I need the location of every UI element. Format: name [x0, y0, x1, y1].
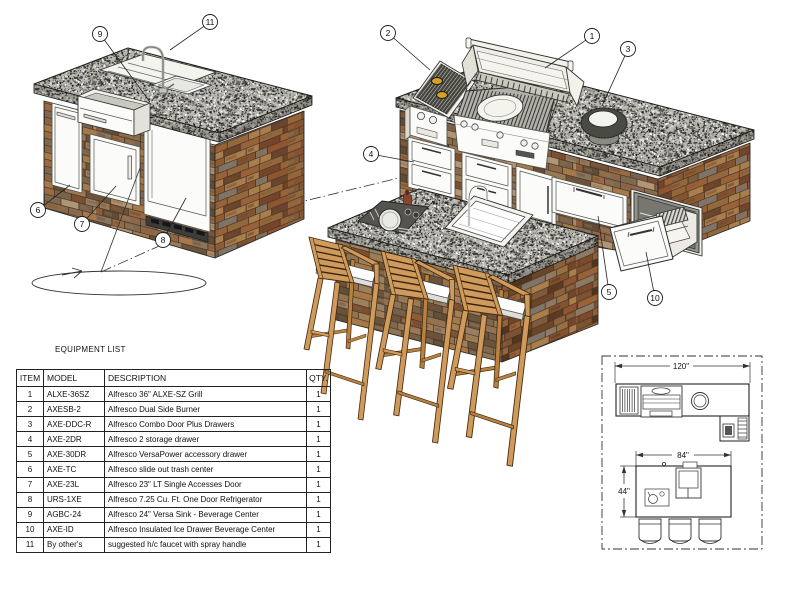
svg-text:10: 10	[650, 293, 660, 303]
svg-text:84": 84"	[677, 451, 689, 460]
svg-text:5: 5	[607, 287, 612, 297]
svg-text:2: 2	[386, 28, 391, 38]
svg-text:120": 120"	[673, 362, 689, 371]
svg-text:3: 3	[626, 44, 631, 54]
svg-text:7: 7	[80, 219, 85, 229]
svg-text:44": 44"	[618, 487, 630, 496]
svg-text:4: 4	[369, 149, 374, 159]
svg-text:9: 9	[98, 29, 103, 39]
svg-text:6: 6	[36, 205, 41, 215]
svg-text:11: 11	[206, 17, 215, 27]
svg-text:8: 8	[161, 235, 166, 245]
svg-text:1: 1	[590, 31, 595, 41]
